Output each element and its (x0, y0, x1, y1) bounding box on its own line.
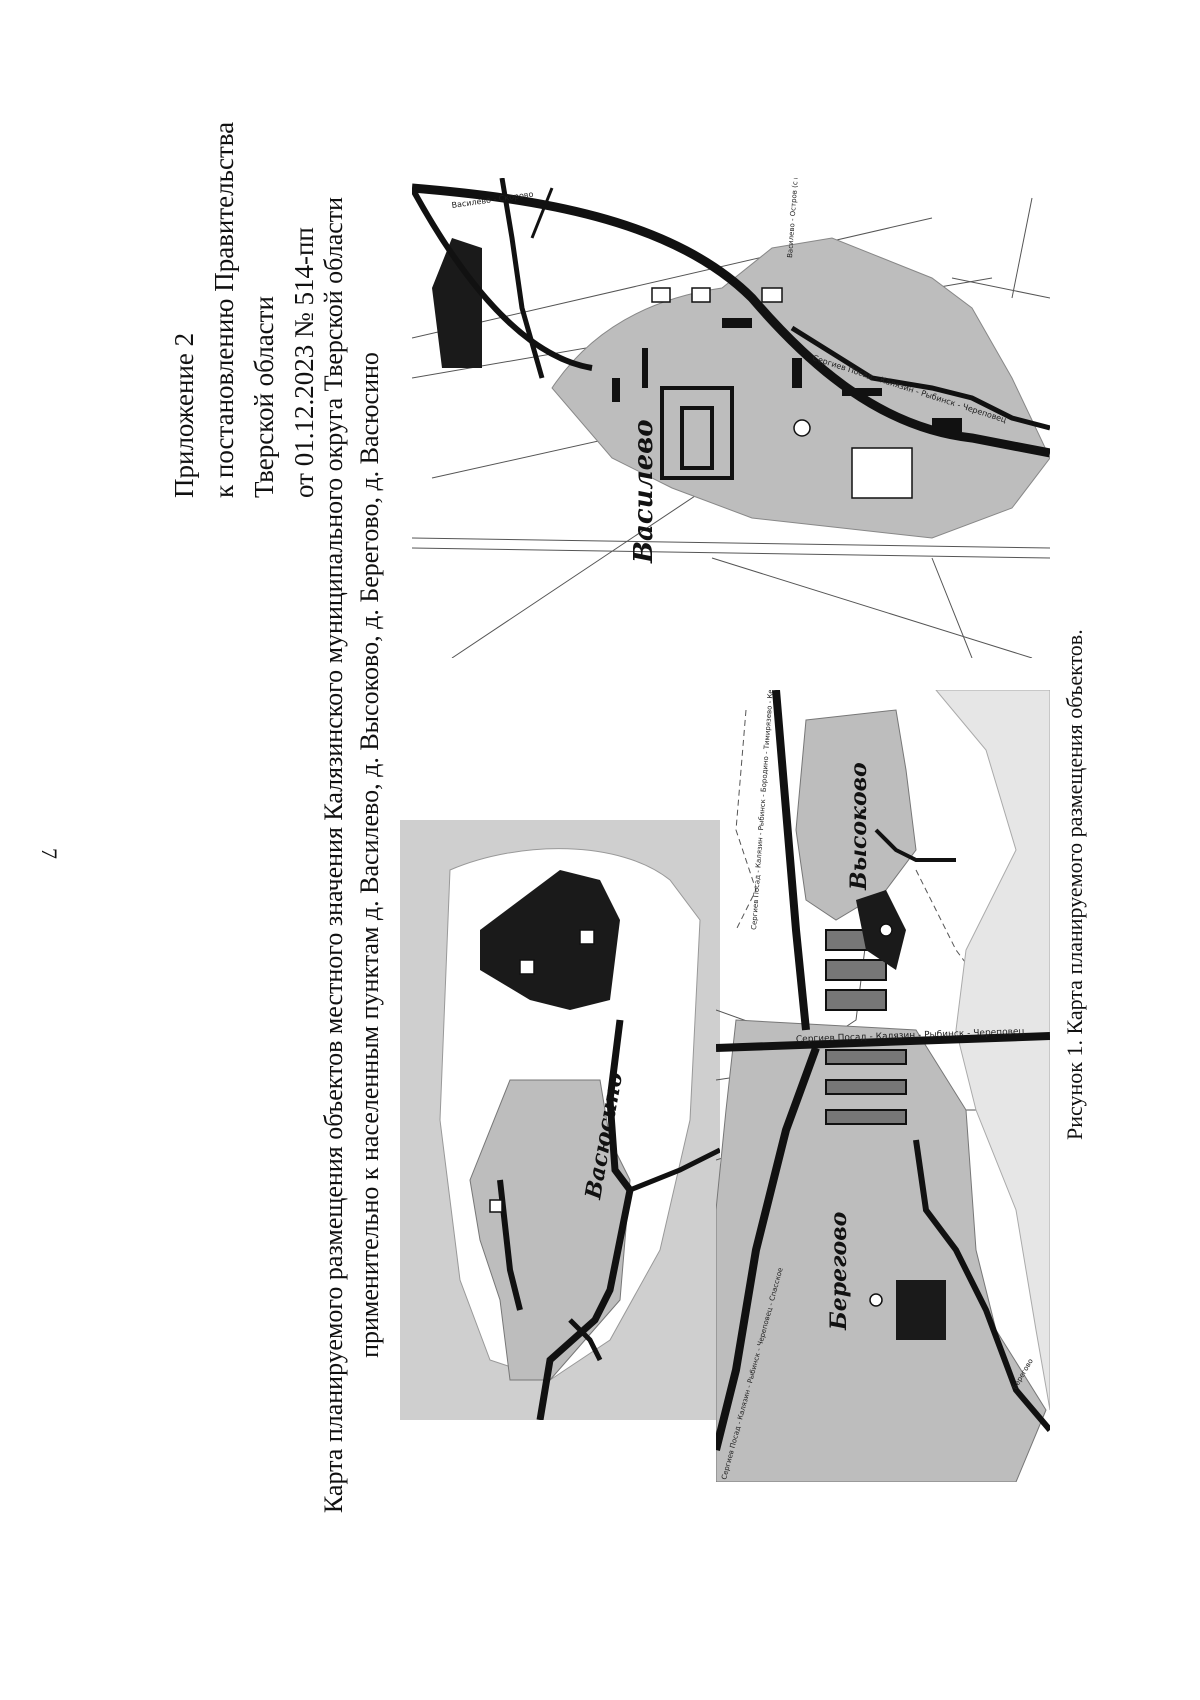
map-title-line-2: применительно к населенным пунктам д. Ва… (355, 352, 384, 1358)
map-vasilevo-svg: Василево Сергиев Посад - Калязин - Рыбин… (412, 178, 1050, 658)
appendix-line-3: Тверской области (249, 296, 279, 498)
vysokovo-road (772, 690, 810, 1031)
vasyusino-road (536, 1019, 634, 1420)
beregovo-label: Берегово (826, 1212, 852, 1331)
beregovo-dark-object (896, 1280, 946, 1340)
map-beregovo-svg: Высоково Берегово Сергиев Посад - Калязи… (716, 690, 1050, 1482)
map-title: Карта планируемого размещения объектов м… (318, 140, 390, 1570)
page-number: 7 (37, 848, 62, 859)
vasilevo-north-road (412, 186, 593, 371)
appendix-line-1: Приложение 2 (169, 332, 199, 498)
vasilevo-label: Василево (629, 419, 659, 564)
vysokovo-road-label: Сергиев Посад - Калязин - Рыбинск - Боро… (750, 690, 777, 930)
map-vasilevo: Василево Сергиев Посад - Калязин - Рыбин… (412, 178, 1050, 658)
map-vasyusino-svg: Васюсино (400, 820, 720, 1420)
vasilevo-dark-object (432, 238, 482, 368)
appendix-block: Приложение 2 к постановлению Правительст… (168, 122, 328, 498)
figure-caption: Рисунок 1. Карта планируемого размещения… (1062, 629, 1087, 1140)
beregovo-road (716, 1046, 820, 1451)
vysokovo-label: Высоково (846, 762, 872, 891)
beregovo-main-road (716, 1032, 1050, 1052)
appendix-line-2: к постановлению Правительства (209, 121, 239, 498)
map-title-line-1: Карта планируемого размещения объектов м… (319, 196, 348, 1514)
map-beregovo-vysokovo: Высоково Берегово Сергиев Посад - Калязи… (716, 690, 1050, 1482)
vasyusino-dark-object (480, 870, 620, 1010)
vasilevo-main-road (412, 183, 1050, 458)
beregovo-settlement (716, 1019, 1047, 1482)
vasilevo-east-road (790, 325, 1050, 431)
map-vasyusino: Васюсино (400, 820, 720, 1420)
